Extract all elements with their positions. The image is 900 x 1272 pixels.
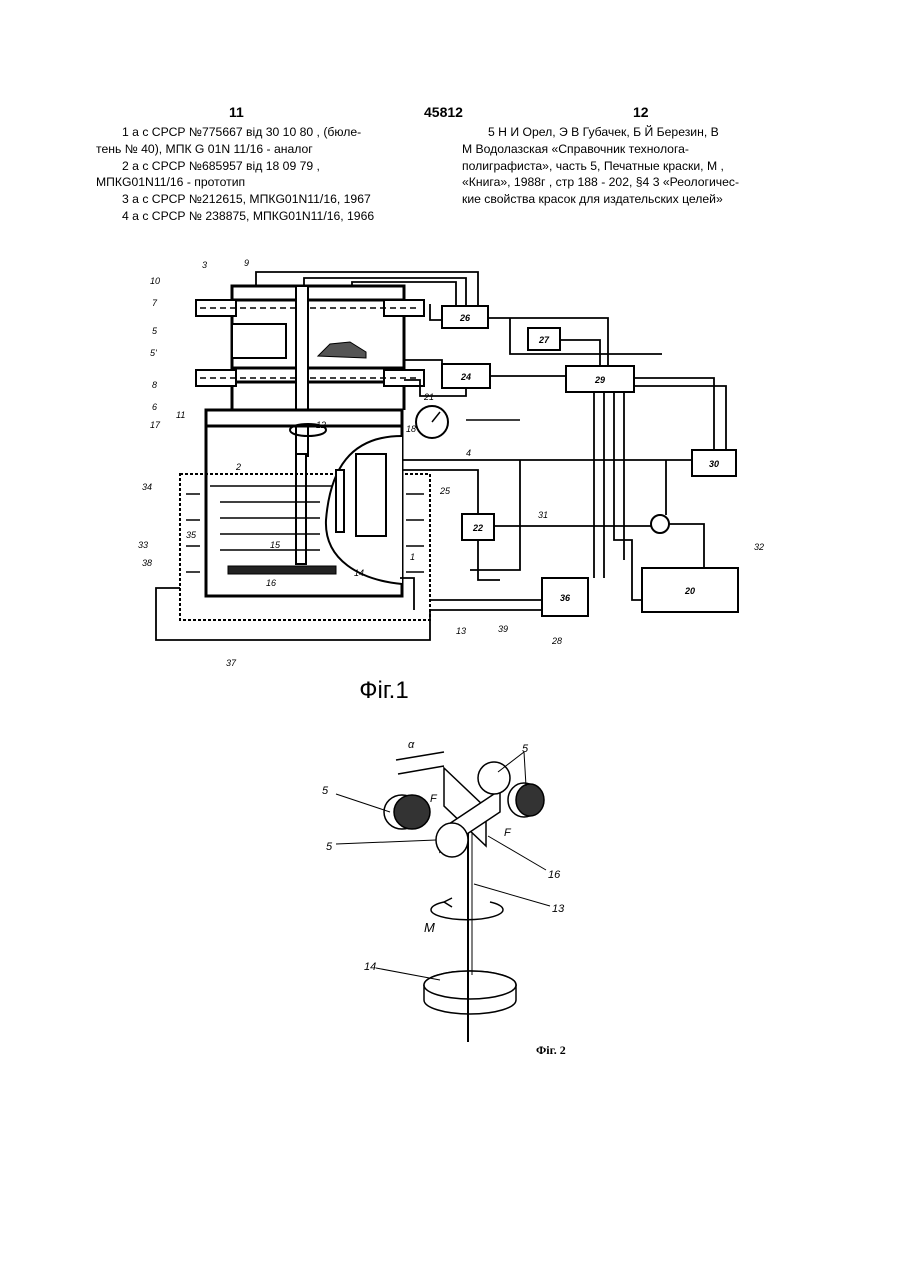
callout-label: 1 — [410, 552, 415, 562]
callout-label: 31 — [538, 510, 548, 520]
callout-label: 6 — [152, 402, 157, 412]
callout-label: 12 — [316, 420, 326, 430]
callout-label: 16 — [266, 578, 276, 588]
callout-label: 21 — [423, 392, 434, 402]
callout-label: 3 — [202, 260, 207, 270]
callout-label: 4 — [466, 448, 471, 458]
force-label: F — [504, 827, 512, 839]
callout-label: 18 — [406, 424, 416, 434]
middle-frame — [232, 368, 404, 382]
moment-label: M — [424, 920, 435, 935]
callout-label: 13 — [456, 626, 466, 636]
callout-label: 28 — [551, 636, 562, 646]
force-label: F — [430, 793, 438, 805]
figure-1-caption: Фіг.1 — [359, 677, 408, 704]
callout-label: 39 — [498, 624, 508, 634]
callout-label: 9 — [244, 258, 249, 268]
callout-label: 15 — [270, 540, 281, 550]
top-frame — [232, 286, 404, 300]
roller-5 — [436, 823, 468, 857]
roller-label: 5 — [522, 743, 529, 755]
callout-label: 7 — [152, 298, 158, 308]
callout-label: 38 — [142, 558, 152, 568]
block-label: 22 — [472, 523, 483, 533]
central-shaft — [296, 286, 308, 456]
alpha-label: α — [408, 739, 415, 751]
block-label: 26 — [459, 313, 471, 323]
figure-1-block-labels: 26 27 24 29 30 22 36 20 — [459, 313, 719, 603]
callout-label: 33 — [138, 540, 148, 550]
callout-label: 25 — [439, 486, 451, 496]
callout-label: 14 — [354, 568, 364, 578]
callout-label: 17 — [150, 420, 161, 430]
callout-label: 32 — [754, 542, 764, 552]
block-label: 27 — [538, 335, 550, 345]
callout-label: 10 — [150, 276, 160, 286]
bottom-disk — [228, 566, 336, 574]
callout-label: 8 — [152, 380, 157, 390]
block-label: 29 — [594, 375, 605, 385]
callout-label: 34 — [142, 482, 152, 492]
figure-2-drawing — [336, 752, 550, 1042]
block-label: 24 — [460, 372, 471, 382]
block-label: 20 — [684, 586, 695, 596]
blade-label: 16 — [548, 869, 561, 881]
figure-2-caption: Фіг. 2 — [536, 1043, 566, 1057]
block-label: 30 — [709, 459, 719, 469]
shaft-label: 13 — [552, 903, 565, 915]
callout-label: 35 — [186, 530, 197, 540]
callout-label: 37 — [226, 658, 237, 668]
block-label: 36 — [560, 593, 571, 603]
disk-label: 14 — [364, 961, 376, 973]
figure-1-drawing — [156, 272, 738, 640]
roller-label: 5 — [322, 785, 329, 797]
indicator-scale — [356, 454, 386, 536]
callout-label: 11 — [176, 410, 185, 420]
roller-label: 5 — [326, 841, 333, 853]
callout-label: 5 — [152, 326, 158, 336]
motor-block — [232, 324, 286, 358]
callout-label: 2 — [235, 462, 241, 472]
pump-symbol — [651, 515, 669, 533]
callout-label: 5' — [150, 348, 157, 358]
